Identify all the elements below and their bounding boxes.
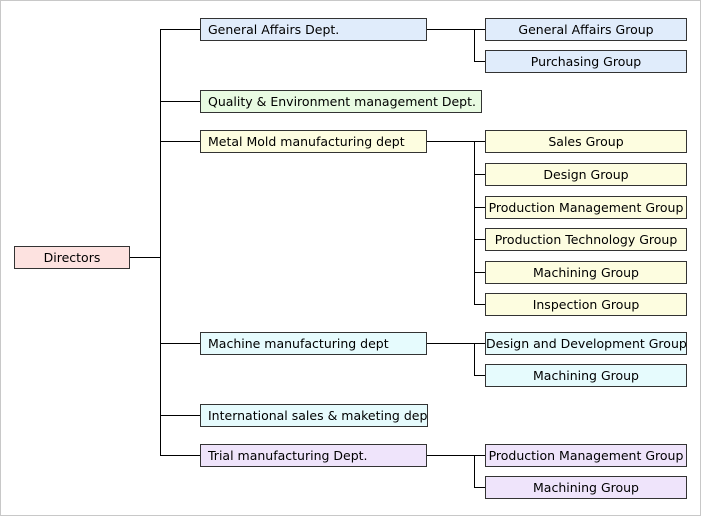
- group-production-technology: Production Technology Group: [485, 228, 687, 251]
- connector: [427, 343, 486, 344]
- dept-international-sales: International sales & maketing dept: [200, 404, 428, 427]
- connector: [160, 141, 201, 142]
- connector: [160, 101, 201, 102]
- connector: [427, 141, 486, 142]
- connector: [129, 257, 161, 258]
- connector: [160, 29, 201, 30]
- connector: [427, 455, 486, 456]
- connector: [474, 375, 486, 376]
- group-design-development: Design and Development Group: [485, 332, 687, 355]
- group-inspection: Inspection Group: [485, 293, 687, 316]
- connector: [474, 29, 475, 62]
- group-sales: Sales Group: [485, 130, 687, 153]
- group-general-affairs: General Affairs Group: [485, 18, 687, 41]
- connector: [474, 141, 475, 305]
- connector: [160, 455, 201, 456]
- group-production-management: Production Management Group: [485, 444, 687, 467]
- group-machining: Machining Group: [485, 476, 687, 499]
- connector: [474, 304, 486, 305]
- connector: [474, 239, 486, 240]
- group-machining: Machining Group: [485, 364, 687, 387]
- connector: [474, 487, 486, 488]
- connector: [160, 343, 201, 344]
- group-design: Design Group: [485, 163, 687, 186]
- connector: [160, 415, 201, 416]
- group-machining: Machining Group: [485, 261, 687, 284]
- connector: [474, 207, 486, 208]
- connector: [474, 61, 486, 62]
- connector: [474, 343, 475, 376]
- connector: [474, 455, 475, 488]
- dept-general-affairs: General Affairs Dept.: [200, 18, 427, 41]
- dept-machine-manufacturing: Machine manufacturing dept: [200, 332, 427, 355]
- dept-trial-manufacturing: Trial manufacturing Dept.: [200, 444, 427, 467]
- connector: [474, 272, 486, 273]
- dept-quality-environment: Quality & Environment management Dept.: [200, 90, 482, 113]
- group-production-management: Production Management Group: [485, 196, 687, 219]
- directors-box: Directors: [14, 246, 130, 269]
- connector: [427, 29, 486, 30]
- connector: [160, 29, 161, 456]
- connector: [474, 174, 486, 175]
- group-purchasing: Purchasing Group: [485, 50, 687, 73]
- dept-metal-mold: Metal Mold manufacturing dept: [200, 130, 427, 153]
